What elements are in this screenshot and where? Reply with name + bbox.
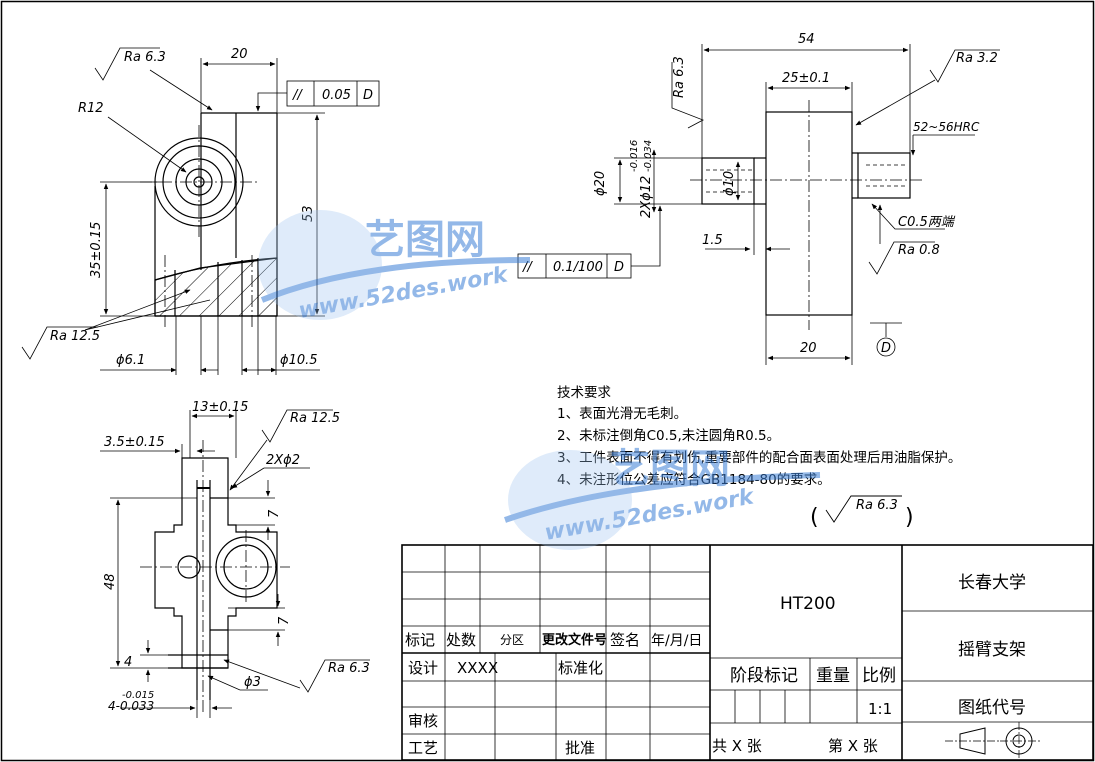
tb-sheet-number: 第 X 张 [828,737,878,755]
tb-design: 设计 [408,659,438,677]
radius-r12: R12 [78,101,104,116]
runout-symbol: // [522,260,533,275]
watermark-cn-upper: 艺图网 [365,217,485,263]
dim-diameter-12: 2Xϕ12 [639,176,654,218]
parallel-symbol: // [292,88,303,103]
tb-scale-value: 1:1 [868,700,892,718]
tb-process: 工艺 [408,739,438,757]
front-view [154,112,278,317]
front-dimensions [21,47,380,375]
roughness-symbol [825,495,902,523]
tb-date: 年/月/日 [651,633,702,649]
dim-4: 4 [124,655,132,670]
tb-zone: 分区 [500,633,524,647]
holes-note: 2Xϕ2 [266,453,300,468]
watermark-upper: 艺图网 www.52des.work [258,210,531,324]
tb-approve: 批准 [565,739,595,757]
tb-scale: 比例 [862,666,896,686]
tb-designer: XXXX [457,659,498,677]
dim-diameter-6-1: ϕ6.1 [116,353,145,368]
parallel-value: 0.05 [322,88,351,103]
tb-part-name: 摇臂支架 [958,640,1026,660]
side-dimensions [517,44,1000,365]
side-labels: 54 25±0.1 Ra 6.3 Ra 3.2 52~56HRC ϕ20 2Xϕ… [522,32,998,356]
top-dimensions [100,409,370,718]
watermark-cn-lower: 艺图网 [610,446,730,492]
front-labels: 20 Ra 6.3 // 0.05 D R12 53 35±0.15 Ra 12… [50,47,373,368]
chamfer-note: C0.5两端 [898,215,956,230]
tb-standard: 标准化 [558,659,603,677]
side-centerlines [690,100,925,330]
roughness-right: Ra 3.2 [956,51,998,66]
dim-diameter-10: ϕ10 [722,171,737,196]
notes-heading: 技术要求 [557,385,611,401]
runout-datum: D [614,260,624,275]
roughness-top-view: Ra 12.5 [290,411,340,426]
dim-1-5: 1.5 [702,233,723,248]
dim-diameter-20: ϕ20 [593,171,608,196]
top-labels: 13±0.15 Ra 12.5 3.5±0.15 2Xϕ2 7 7 48 4 -… [103,400,370,713]
roughness-shaft: Ra 0.8 [898,243,940,258]
dim-width-25: 25±0.1 [782,71,830,86]
dim-height-35: 35±0.15 [89,222,104,278]
tb-stage: 阶段标记 [730,666,798,686]
general-roughness: Ra 6.3 [856,498,898,513]
tol-lower-12: -0.034 [643,140,654,172]
tb-count: 处数 [446,631,476,649]
note-1: 1、表面光滑无毛刺。 [557,406,687,422]
tol-upper-12: -0.016 [629,140,640,172]
tb-mark: 标记 [405,631,435,649]
tol-upper-4: -0.015 [122,690,154,701]
title-block-labels: 标记 处数 分区 更改文件号 签名 年/月/日 设计 XXXX 标准化 审核 工… [405,573,1026,757]
tb-school: 长春大学 [958,573,1026,593]
roughness-left: Ra 12.5 [50,329,100,344]
paren-left: ( [810,505,819,530]
dim-7-lower: 7 [277,616,292,625]
runout-value: 0.1/100 [553,260,603,275]
tb-sign: 签名 [610,631,640,649]
dim-width-54: 54 [798,32,815,47]
top-centerlines [140,440,290,712]
dim-width-20-bottom: 20 [800,341,817,356]
parallel-datum: D [363,88,373,103]
note-2: 2、未标注倒角C0.5,未注圆角R0.5。 [557,428,780,444]
tb-drawing-code: 图纸代号 [958,698,1026,718]
tb-doc-no: 更改文件号 [542,632,607,648]
note-3: 3、工件表面不得有划伤,重要部件的配合面表面处理后用油脂保护。 [557,449,961,466]
tb-weight: 重量 [816,666,850,686]
dim-7-upper: 7 [267,509,282,518]
dim-3-5: 3.5±0.15 [104,435,165,450]
tb-material: HT200 [780,594,836,614]
tb-review: 审核 [408,712,438,730]
watermark-lower: 艺图网 www.52des.work [504,446,821,550]
roughness-top: Ra 6.3 [124,50,166,65]
title-block [401,544,1094,761]
dim-width-20: 20 [231,47,248,62]
top-view [154,457,278,700]
dim-height-48: 48 [103,573,118,590]
dim-height-53: 53 [301,205,316,222]
dim-diameter-10-5: ϕ10.5 [280,353,318,368]
roughness-bottom: Ra 6.3 [328,661,370,676]
dim-width-13: 13±0.15 [192,400,248,415]
paren-right: ) [905,505,914,530]
dim-diameter-3: ϕ3 [244,675,261,690]
tb-sheets-total: 共 X 张 [712,737,762,755]
side-view [701,111,911,316]
tol-lower-4: 4-0.033 [108,699,154,713]
hardness-spec: 52~56HRC [913,120,980,134]
roughness-left-side: Ra 6.3 [672,56,687,98]
datum-label: D [881,341,891,356]
